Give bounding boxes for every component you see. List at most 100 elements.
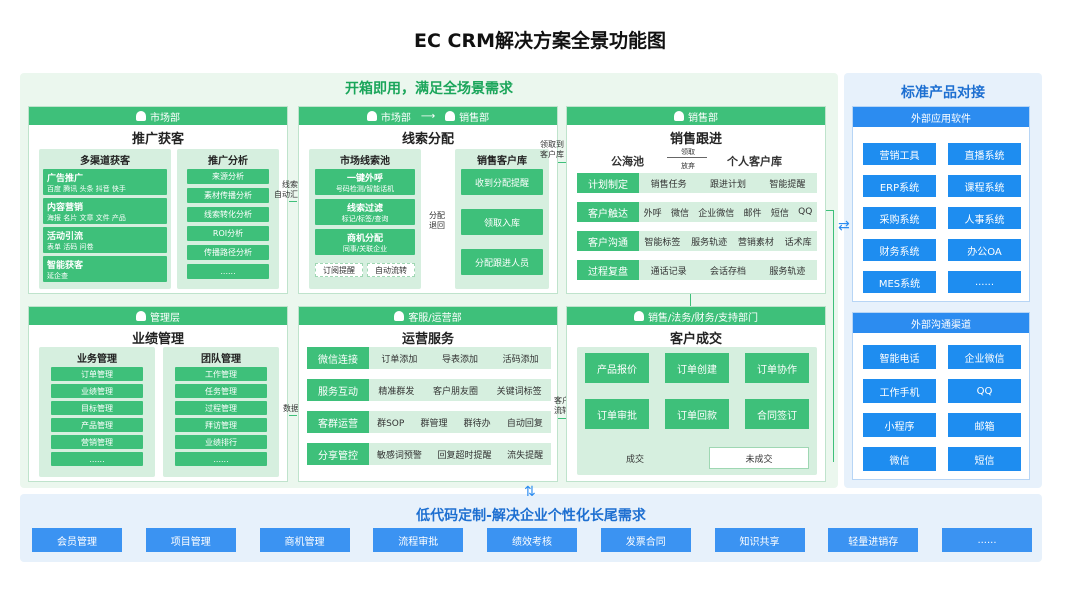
external-item: 直播系统	[948, 143, 1021, 165]
public-pool-label: 公海池	[611, 155, 644, 168]
external-item: 课程系统	[948, 175, 1021, 197]
arrow-label-claim: 领取到 客户库	[540, 140, 564, 159]
process-row: 服务互动精准群发客户朋友圈关键词标签	[307, 379, 551, 401]
process-row-item: 关键词标签	[496, 386, 542, 397]
mgmt-item: 拜访管理	[175, 418, 267, 432]
process-row: 过程复盘通话记录会话存档服务轨迹	[577, 260, 817, 280]
process-row-label: 服务互动	[307, 379, 369, 401]
lead-item-detail: 同事/关联企业	[342, 244, 388, 253]
process-row-item: 企业微信	[698, 208, 735, 219]
analysis-item: ......	[187, 264, 269, 279]
person-icon	[674, 111, 684, 121]
lead-pool-option: 自动流转	[367, 263, 415, 277]
panel-sales-followup: 销售部 销售跟进 公海池 领取 放弃 个人客户库 计划制定销售任务跟进计划智能提…	[566, 106, 826, 294]
process-row-item: 智能标签	[644, 237, 681, 248]
arrow-right-icon: ⟶	[420, 110, 436, 122]
process-row-items: 精准群发客户朋友圈关键词标签	[369, 379, 551, 401]
panel-dept-bar: 销售部	[567, 107, 825, 125]
process-row-label: 客群运营	[307, 411, 369, 433]
external-item: 企业微信	[948, 345, 1021, 369]
channel-item-title: 广告推广	[47, 173, 84, 184]
process-row-item: 邮件	[743, 208, 762, 219]
process-row-item: 流失提醒	[507, 450, 544, 461]
link-line	[826, 210, 834, 211]
channel-item-detail: 延企查	[47, 271, 68, 280]
process-row-item: QQ	[798, 207, 813, 217]
panel-lead-distribution: 市场部⟶销售部 线索分配 市场线索池 一键外呼号码检测/智能话机线索过滤标记/标…	[298, 106, 558, 294]
multichannel-box: 多渠道获客 广告推广百度 腾讯 头条 抖音 快手内容营销海报 名片 文章 文件 …	[39, 149, 171, 289]
external-channel-header: 外部沟通渠道	[853, 313, 1029, 333]
panel-dept-bar: 销售/法务/财务/支持部门	[567, 307, 825, 325]
process-row-items: 敏感词预警回复超时提醒流失提醒	[369, 443, 551, 465]
panel-title: 推广获客	[131, 132, 184, 147]
lead-item-title: 线索过滤	[346, 203, 383, 214]
mgmt-item: 任务管理	[175, 384, 267, 398]
panel-title: 销售跟进	[669, 132, 722, 147]
external-item: 短信	[948, 447, 1021, 471]
process-row-item: 导表添加	[441, 354, 478, 365]
mgmt-item: 订单管理	[51, 367, 143, 381]
bottom-header: 低代码定制-解决企业个性化长尾需求	[416, 508, 646, 524]
panel-promotion: 市场部 推广获客 多渠道获客 广告推广百度 腾讯 头条 抖音 快手内容营销海报 …	[28, 106, 288, 294]
deal-not-done-box: 未成交	[709, 447, 809, 469]
process-row-item: 客户朋友圈	[432, 386, 478, 397]
market-lead-pool: 市场线索池 一键外呼号码检测/智能话机线索过滤标记/标签/查询商机分配同事/关联…	[309, 149, 421, 289]
process-row-items: 销售任务跟进计划智能提醒	[639, 173, 817, 193]
deal-flow-box: 产品报价 订单创建 订单协作 订单审批 订单回款 合同签订 成交 未成交	[577, 347, 817, 475]
analysis-item: ROI分析	[187, 226, 269, 241]
order-approval-box: 订单审批	[585, 399, 649, 429]
link-line	[833, 210, 834, 462]
business-heading: 业务管理	[77, 354, 117, 365]
external-software-header: 外部应用软件	[853, 107, 1029, 127]
assign-return-label: 分配 退回	[429, 211, 445, 230]
external-item: QQ	[948, 379, 1021, 403]
panel-dept-bar: 管理层	[29, 307, 287, 325]
process-row: 计划制定销售任务跟进计划智能提醒	[577, 173, 817, 193]
lowcode-item: ......	[942, 528, 1032, 552]
channel-item-detail: 表单 活码 问卷	[47, 242, 94, 251]
process-row-item: 自动回复	[506, 418, 543, 429]
lead-pool-heading: 市场线索池	[340, 156, 390, 167]
process-row-item: 会话存档	[709, 266, 746, 277]
lead-item-title: 商机分配	[346, 233, 383, 244]
process-row-items: 通话记录会话存档服务轨迹	[639, 260, 817, 280]
blue-header: 标准产品对接	[901, 85, 985, 101]
arrow-line	[289, 415, 297, 416]
process-row: 分享管控敏感词预警回复超时提醒流失提醒	[307, 443, 551, 465]
panel-dept-bar: 市场部⟶销售部	[299, 107, 557, 125]
external-item: 采购系统	[863, 207, 936, 229]
lead-item-detail: 标记/标签/查询	[341, 214, 389, 223]
lowcode-item: 知识共享	[714, 528, 805, 552]
process-row-item: 智能提醒	[769, 179, 806, 190]
process-row-item: 外呼	[643, 208, 662, 219]
person-icon	[136, 311, 146, 321]
down-arrow-line	[690, 294, 691, 306]
process-row-items: 智能标签服务轨迹营销素材话术库	[639, 231, 817, 251]
customer-base-heading: 销售客户库	[477, 156, 527, 167]
order-collab-box: 订单协作	[745, 353, 809, 383]
lead-pool-item: 商机分配同事/关联企业	[315, 229, 415, 255]
lowcode-item: 发票合同	[600, 528, 691, 552]
arrow-line	[558, 162, 566, 163]
customer-base-item: 收到分配提醒	[461, 169, 543, 195]
panel-title: 客户成交	[669, 332, 722, 347]
channel-item-title: 智能获客	[47, 260, 84, 271]
mgmt-item: 目标管理	[51, 401, 143, 415]
process-row-label: 微信连接	[307, 347, 369, 369]
mgmt-item: 业绩管理	[51, 384, 143, 398]
panel-operation: 客服/运营部 运营服务 微信连接订单添加导表添加活码添加服务互动精准群发客户朋友…	[298, 306, 558, 482]
mgmt-item: 过程管理	[175, 401, 267, 415]
customer-base-item: 分配跟进人员	[461, 249, 543, 275]
claim-label: 领取	[681, 148, 695, 156]
channel-item-title: 活动引流	[47, 231, 84, 242]
quote-box: 产品报价	[585, 353, 649, 383]
sales-customer-base: 销售客户库 收到分配提醒领取入库分配跟进人员	[455, 149, 549, 289]
customer-base-item: 领取入库	[461, 209, 543, 235]
page-title: EC CRM解决方案全景功能图	[413, 30, 667, 52]
external-item: ERP系统	[863, 175, 936, 197]
lowcode-item: 绩效考核	[487, 528, 577, 552]
process-row-item: 通话记录	[650, 266, 687, 277]
channel-item: 活动引流表单 活码 问卷	[43, 227, 167, 253]
